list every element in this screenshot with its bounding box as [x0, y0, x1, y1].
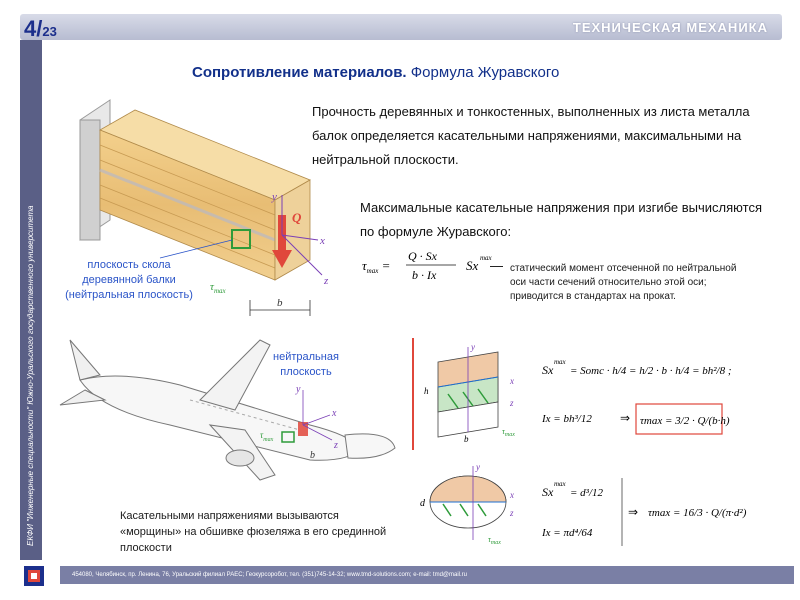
rect-result: τmax = 3/2 · Q/(b·h) [640, 415, 730, 427]
logo-icon [24, 566, 44, 586]
formula-num: Q · Sx [408, 249, 438, 263]
formula-lhs: τmax = [362, 258, 390, 275]
title-bold: Сопротивление материалов. [192, 64, 407, 81]
rect-s-sup: max [554, 358, 567, 366]
rect-result-box [635, 403, 723, 435]
formula-dash: — [490, 258, 503, 273]
circ-section-diagram: y x z d τmax [420, 462, 514, 546]
circ-axis-z: z [509, 508, 514, 518]
paragraph-wrinkles: Касательными напряжениями вызываются «мо… [120, 510, 387, 554]
page-number: 4/23 [24, 16, 57, 42]
paragraph-max-stress: Максимальные касательные напряжения при … [360, 200, 762, 239]
plane-dim-b: b [310, 450, 315, 461]
circ-arrow: ⇒ [628, 505, 638, 519]
plane-axis-x: x [331, 408, 337, 419]
plane-caption: нейтральная плоскость [273, 351, 339, 378]
rect-axis-y: y [470, 342, 475, 352]
rect-arrow: ⇒ [620, 411, 630, 425]
rect-dim-h: h [424, 386, 429, 396]
circ-ix: Ix = πd⁴/64 [541, 527, 593, 539]
airplane-illustration: y x z b τmax [59, 339, 396, 481]
title-rest: Формула Журавского [410, 64, 560, 81]
rect-ix: Ix = bh³/12 [541, 413, 592, 425]
rect-section-diagram: y x z h b τmax [424, 342, 515, 444]
circ-result: τmax = 16/3 · Q/(π·d²) [648, 507, 747, 519]
page-current: 4/ [24, 16, 43, 41]
formula-den: b · Ix [412, 268, 437, 282]
beam-force-q: Q [292, 210, 302, 225]
plane-axis-z: z [333, 440, 338, 451]
rect-formulas: Sx max = Sотс · h/4 = h/2 · b · h/4 = bh… [541, 358, 732, 435]
course-title: ТЕХНИЧЕСКАЯ МЕХАНИКА [572, 20, 768, 35]
header-bar [20, 14, 782, 40]
circ-dim-d: d [420, 498, 426, 509]
formula-sx: Sx [466, 258, 479, 273]
rect-axis-z: z [509, 398, 514, 408]
rect-s: Sx [542, 363, 554, 377]
beam-caption: плоскость скола деревянной балки (нейтра… [65, 259, 193, 301]
slide-title: Сопротивление материалов. Формула Журавс… [192, 64, 559, 81]
beam-axis-y: y [271, 191, 277, 203]
circ-s-sup: max [554, 480, 567, 488]
plane-axis-y: y [295, 384, 301, 395]
beam-axis-z: z [323, 275, 329, 287]
circ-axis-y: y [475, 462, 480, 472]
rect-eq1: = Sотс · h/4 = h/2 · b · h/4 = bh²/8 ; [570, 365, 732, 377]
formula-sx-sup: max [480, 254, 493, 262]
circ-tau: τmax [488, 535, 501, 546]
beam-dim-b: b [277, 297, 283, 309]
rect-tau: τmax [502, 427, 515, 438]
zhuravsky-formula: τmax = Q · Sx b · Ix Sx max — [362, 249, 503, 282]
circ-axis-x: x [509, 490, 514, 500]
circ-formulas: Sx max = d³/12 Ix = πd⁴/64 ⇒ τmax = 16/3… [541, 478, 747, 546]
rect-divider [412, 338, 414, 450]
beam-axis-x: x [319, 235, 325, 247]
vertical-strip [20, 40, 42, 560]
vertical-strip-text: ЕКФИ "Инженерные специальности" Южно-Ура… [26, 205, 35, 546]
paragraph-strength: Прочность деревянных и тонкостенных, вып… [312, 104, 750, 167]
beam-illustration: y x z Q b τmax [79, 99, 329, 316]
circ-eq: = d³/12 [570, 487, 604, 499]
page-total: 23 [42, 24, 57, 39]
footer-bar: 454080, Челябинск, пр. Ленина, 76, Ураль… [60, 566, 794, 584]
rect-dim-b: b [464, 434, 469, 444]
formula-explanation: статический момент отсеченной по нейтрал… [510, 263, 737, 302]
rect-axis-x: x [509, 376, 514, 386]
beam-tau-label: τmax [210, 281, 226, 295]
circ-s: Sx [542, 485, 554, 499]
